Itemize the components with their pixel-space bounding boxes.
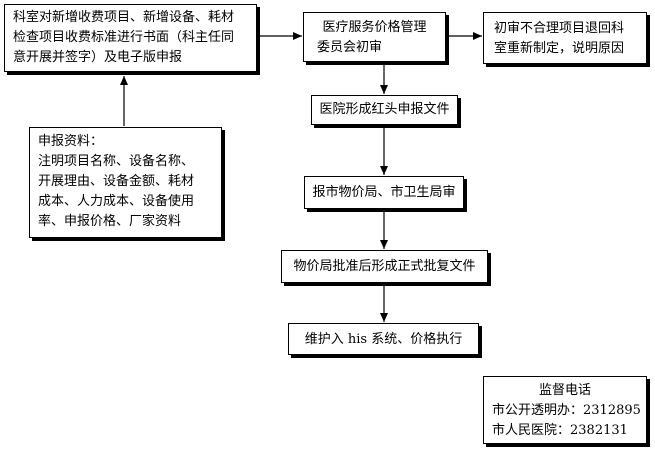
node-report-bureaus: 报市物价局、市卫生局审 [304, 176, 464, 209]
dept-application-line-3: 意开展并签字）及电子版申报 [13, 50, 183, 65]
materials-title: 申报资料： [38, 134, 104, 149]
committee-review-line-2: 委员会初审 [317, 40, 383, 55]
node-materials: 申报资料： 注明项目名称、设备名称、 开展理由、设备金额、耗材 成本、人力成本、… [29, 127, 222, 238]
hotline-line-1: 市公开透明办：2312895 [492, 403, 641, 418]
return-unreasonable-line-1: 初审不合理项目退回科 [494, 21, 625, 36]
dept-application-line-2: 检查项目收费标准进行书面（科主任同 [13, 30, 235, 45]
hotline-title: 监督电话 [538, 383, 591, 398]
node-dept-application: 科室对新增收费项目、新增设备、耗材 检查项目收费标准进行书面（科主任同 意开展并… [4, 4, 257, 72]
node-return-unreasonable: 初审不合理项目退回科 室重新制定，说明原因 [483, 12, 647, 64]
return-unreasonable-line-2: 室重新制定，说明原因 [494, 41, 625, 56]
committee-review-line-1: 医疗服务价格管理 [322, 20, 427, 35]
formal-approval-text: 物价局批准后形成正式批复文件 [293, 259, 476, 274]
materials-line-1: 注明项目名称、设备名称、 [38, 154, 195, 169]
his-maintenance-text: 维护入 his 系统、价格执行 [304, 332, 463, 347]
dept-application-line-1: 科室对新增收费项目、新增设备、耗材 [13, 10, 235, 25]
hospital-red-header-text: 医院形成红头申报文件 [319, 102, 450, 117]
node-his-maintenance: 维护入 his 系统、价格执行 [288, 323, 479, 355]
node-formal-approval: 物价局批准后形成正式批复文件 [281, 250, 488, 283]
materials-line-2: 开展理由、设备金额、耗材 [38, 174, 195, 189]
node-hotline: 监督电话 市公开透明办：2312895 市人民医院：2382131 [483, 376, 647, 444]
node-committee-review: 医疗服务价格管理 委员会初审 [303, 12, 446, 62]
node-hospital-red-header: 医院形成红头申报文件 [311, 95, 458, 125]
materials-line-3: 成本、人力成本、设备使用 [38, 194, 195, 209]
hotline-line-2: 市人民医院：2382131 [492, 423, 628, 438]
materials-line-4: 率、申报价格、厂家资料 [38, 214, 182, 229]
report-bureaus-text: 报市物价局、市卫生局审 [312, 185, 456, 200]
